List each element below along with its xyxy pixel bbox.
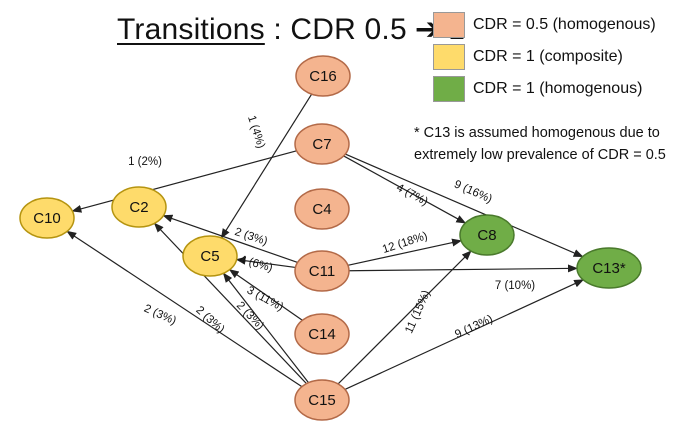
- edge-label-c11-to-c13: 7 (10%): [495, 280, 535, 292]
- edge-c11-to-c13: [348, 264, 579, 273]
- node-shape: [576, 247, 642, 289]
- edge-label-c15-to-c10: 2 (3%): [142, 303, 178, 328]
- edges-layer: [66, 93, 585, 390]
- edge-label-c7-to-c13: 9 (16%): [452, 178, 494, 205]
- node-c2: C2: [111, 186, 167, 228]
- node-c11: C11: [294, 250, 350, 292]
- edge-label-c15-to-c13: 9 (13%): [453, 313, 495, 341]
- node-shape: [294, 123, 350, 165]
- node-label: C14: [308, 326, 336, 343]
- node-shape: [111, 186, 167, 228]
- node-label: C2: [129, 199, 148, 216]
- node-shape: [294, 313, 350, 355]
- legend-item-cdr1-composite: CDR = 1 (composite): [433, 44, 656, 70]
- node-c13: C13*: [576, 247, 642, 289]
- edge-label-c15-to-c2: 2 (3%): [193, 304, 226, 336]
- legend-swatch: [433, 76, 465, 102]
- node-c4: C4: [294, 188, 350, 230]
- node-label: C16: [309, 68, 337, 85]
- edge-label-c7-to-c8: 4 (7%): [394, 182, 430, 209]
- edge-c15-to-c2: [153, 222, 307, 385]
- node-label: C10: [33, 210, 61, 227]
- node-c7: C7: [294, 123, 350, 165]
- node-shape: [294, 250, 350, 292]
- legend-label: CDR = 1 (composite): [473, 48, 623, 65]
- footnote: * C13 is assumed homogenous due to extre…: [414, 122, 666, 166]
- node-label: C8: [477, 227, 496, 244]
- node-shape: [182, 235, 238, 277]
- edge-c15-to-c5: [222, 272, 309, 384]
- edge-c15-to-c13: [344, 279, 585, 390]
- legend-item-cdr05-homogenous: CDR = 0.5 (homogenous): [433, 12, 656, 38]
- legend: CDR = 0.5 (homogenous) CDR = 1 (composit…: [433, 12, 656, 108]
- edge-c16-to-c5: [220, 93, 313, 239]
- node-label: C7: [312, 136, 331, 153]
- node-label: C13*: [592, 260, 626, 277]
- node-c14: C14: [294, 313, 350, 355]
- edge-c7-to-c10: [71, 150, 297, 213]
- node-c15: C15: [294, 379, 350, 421]
- title-from: CDR 0.5: [290, 13, 407, 46]
- legend-label: CDR = 1 (homogenous): [473, 80, 643, 97]
- edge-label-c15-to-c8: 11 (15%): [403, 288, 433, 335]
- node-c5: C5: [182, 235, 238, 277]
- edge-c15-to-c8: [337, 250, 472, 385]
- node-c16: C16: [295, 55, 351, 97]
- node-shape: [294, 379, 350, 421]
- legend-item-cdr1-homogenous: CDR = 1 (homogenous): [433, 76, 656, 102]
- node-shape: [295, 55, 351, 97]
- edge-c11-to-c8: [347, 238, 463, 266]
- node-label: C5: [200, 248, 219, 265]
- node-label: C11: [309, 263, 335, 280]
- node-label: C4: [312, 201, 331, 218]
- title-underlined: Transitions: [117, 13, 265, 46]
- edge-c14-to-c5: [228, 269, 303, 321]
- node-shape: [19, 197, 75, 239]
- node-shape: [459, 214, 515, 256]
- node-c10: C10: [19, 197, 75, 239]
- legend-label: CDR = 0.5 (homogenous): [473, 16, 656, 33]
- edge-label-c11-to-c5: 4 (6%): [238, 254, 274, 275]
- footnote-line-1: * C13 is assumed homogenous due to: [414, 125, 660, 141]
- title-separator: :: [264, 13, 291, 46]
- node-shape: [294, 188, 350, 230]
- edge-label-c7-to-c10: 1 (2%): [128, 156, 162, 168]
- legend-swatch: [433, 44, 465, 70]
- legend-swatch: [433, 12, 465, 38]
- edge-c7-to-c13: [345, 153, 584, 258]
- edge-label-c15-to-c5: 2 (3%): [234, 300, 266, 333]
- edge-label-c11-to-c2: 2 (3%): [233, 226, 269, 248]
- edge-c11-to-c2: [162, 214, 298, 264]
- edge-label-c16-to-c5: 1 (4%): [245, 114, 267, 150]
- edge-c7-to-c8: [343, 155, 467, 224]
- footnote-line-2: extremely low prevalence of CDR = 0.5: [414, 147, 666, 163]
- edge-c15-to-c10: [66, 230, 303, 388]
- edge-c11-to-c5: [235, 256, 296, 269]
- node-label: C15: [308, 392, 336, 409]
- node-c8: C8: [459, 214, 515, 256]
- edge-label-c11-to-c8: 12 (18%): [381, 230, 429, 256]
